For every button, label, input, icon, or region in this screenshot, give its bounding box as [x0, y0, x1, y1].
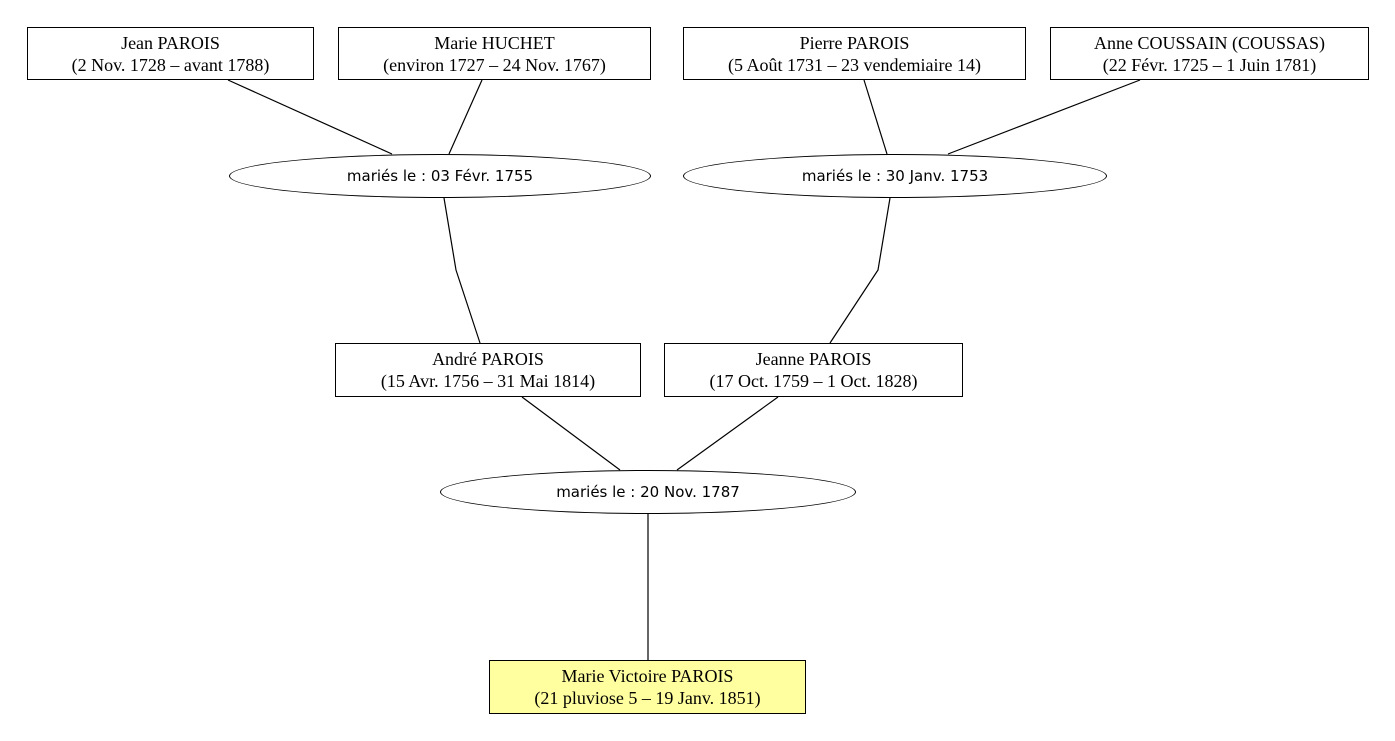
marriage-label: mariés le : 30 Janv. 1753	[801, 167, 989, 185]
person-name: Jeanne PAROIS	[755, 349, 872, 369]
connector-marie-huchet-to-union-1755	[448, 79, 483, 155]
person-jeanne-parois[interactable]: Jeanne PAROIS (17 Oct. 1759 – 1 Oct. 182…	[664, 343, 963, 397]
person-dates: (environ 1727 – 24 Nov. 1767)	[383, 54, 606, 75]
person-name: Pierre PAROIS	[799, 32, 910, 53]
person-marie-victoire-parois[interactable]: Marie Victoire PAROIS (21 pluviose 5 – 1…	[489, 660, 806, 714]
connector-jean-to-union-1755	[227, 79, 393, 155]
person-dates: (17 Oct. 1759 – 1 Oct. 1828)	[709, 371, 918, 391]
person-anne-coussain[interactable]: Anne COUSSAIN (COUSSAS) (22 Févr. 1725 –…	[1050, 27, 1369, 80]
person-dates: (22 Févr. 1725 – 1 Juin 1781)	[1102, 54, 1317, 75]
marriage-node-1787[interactable]: mariés le : 20 Nov. 1787	[440, 470, 856, 514]
person-name: Marie Victoire PAROIS	[561, 666, 734, 686]
person-dates: (2 Nov. 1728 – avant 1788)	[71, 54, 270, 75]
person-name: Marie HUCHET	[434, 32, 555, 53]
person-dates: (5 Août 1731 – 23 vendemiaire 14)	[728, 54, 981, 75]
person-andre-parois[interactable]: André PAROIS (15 Avr. 1756 – 31 Mai 1814…	[335, 343, 641, 397]
marriage-node-1755[interactable]: mariés le : 03 Févr. 1755	[229, 154, 651, 198]
marriage-label: mariés le : 20 Nov. 1787	[556, 483, 740, 501]
connector-union-1753-to-jeanne	[829, 197, 891, 344]
person-dates: (21 pluviose 5 – 19 Janv. 1851)	[534, 688, 761, 708]
marriage-node-1753[interactable]: mariés le : 30 Janv. 1753	[683, 154, 1107, 198]
connector-jeanne-to-union-1787	[676, 396, 779, 471]
connector-pierre-to-union-1753	[863, 79, 888, 155]
connector-union-1755-to-andre	[443, 197, 481, 344]
connector-andre-to-union-1787	[521, 396, 621, 471]
person-name: Anne COUSSAIN (COUSSAS)	[1093, 32, 1326, 53]
person-marie-huchet[interactable]: Marie HUCHET (environ 1727 – 24 Nov. 176…	[338, 27, 651, 80]
person-dates: (15 Avr. 1756 – 31 Mai 1814)	[380, 371, 596, 391]
person-pierre-parois[interactable]: Pierre PAROIS (5 Août 1731 – 23 vendemia…	[683, 27, 1026, 80]
marriage-label: mariés le : 03 Févr. 1755	[346, 167, 534, 185]
connector-anne-to-union-1753	[947, 79, 1141, 155]
person-name: André PAROIS	[432, 349, 544, 369]
person-jean-parois[interactable]: Jean PAROIS (2 Nov. 1728 – avant 1788)	[27, 27, 314, 80]
person-name: Jean PAROIS	[121, 32, 220, 53]
